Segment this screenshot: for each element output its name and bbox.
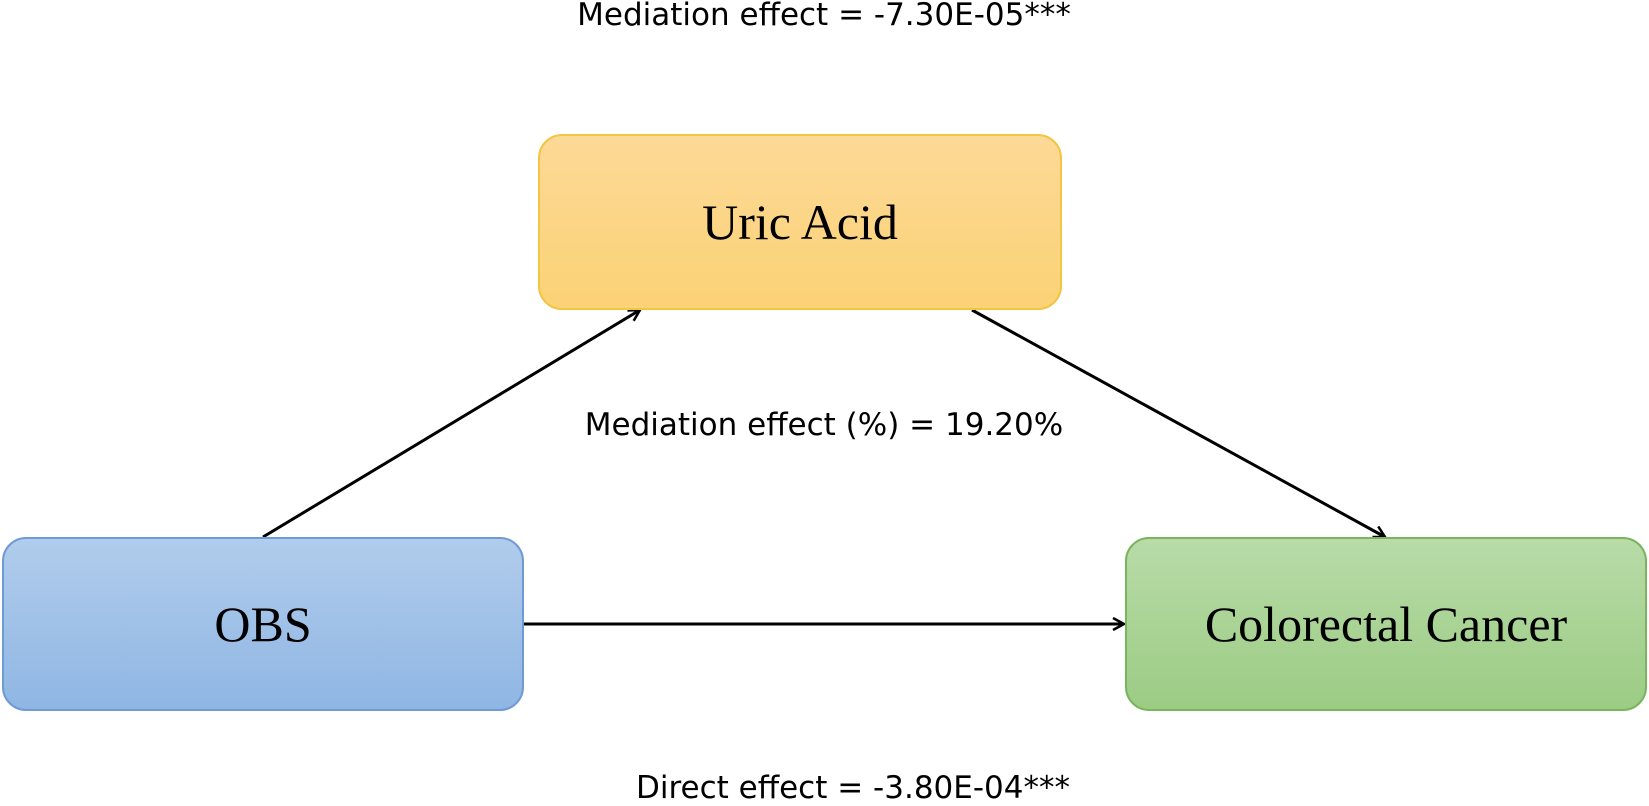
node-colorectal-cancer-label: Colorectal Cancer xyxy=(1204,596,1568,652)
node-uric-acid: Uric Acid xyxy=(538,134,1062,310)
mediation-effect-label: Mediation effect = -7.30E-05*** xyxy=(577,0,1071,33)
arrow-obs-to-uric-acid xyxy=(262,310,640,539)
direct-effect-label: Direct effect = -3.80E-04*** xyxy=(636,770,1070,806)
node-uric-acid-label: Uric Acid xyxy=(702,194,898,250)
node-obs: OBS xyxy=(2,537,524,711)
node-obs-label: OBS xyxy=(214,596,312,652)
arrow-uric-acid-to-colorectal-cancer xyxy=(971,308,1385,539)
mediation-percent-label: Mediation effect (%) = 19.20% xyxy=(584,407,1064,443)
node-colorectal-cancer: Colorectal Cancer xyxy=(1125,537,1647,711)
